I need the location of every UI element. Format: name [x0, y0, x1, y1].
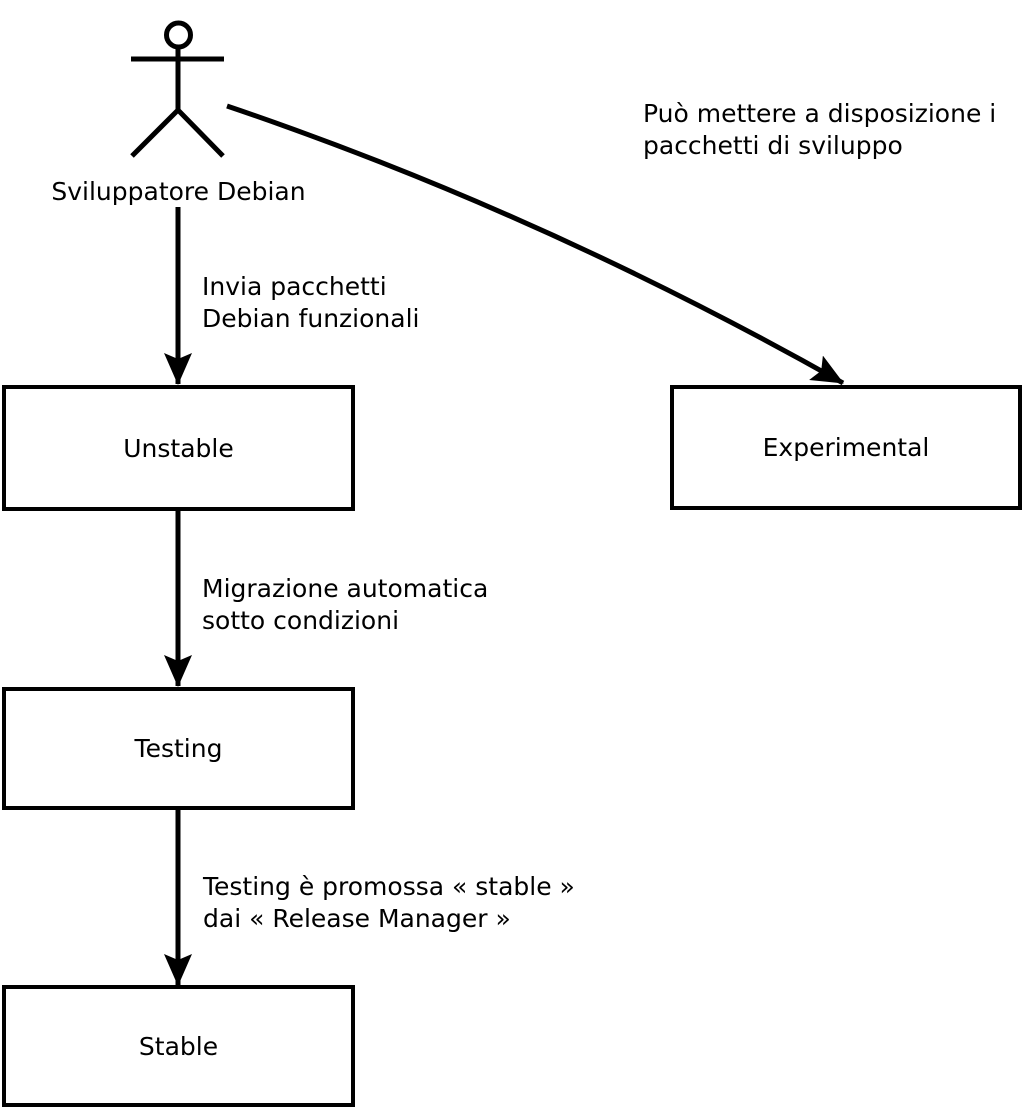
node-stable-label: Stable [138, 1031, 219, 1061]
node-testing: Testing [2, 687, 355, 810]
edge-label-puo-mettere: Può mettere a disposizione i pacchetti d… [643, 99, 997, 160]
actor-head [164, 20, 193, 50]
edge-label-testing-promossa: Testing è promossa « stable » dai « Rele… [203, 872, 575, 933]
node-stable: Stable [2, 985, 355, 1107]
arrow-actor-to-experimental [226, 103, 845, 386]
node-experimental-label: Experimental [762, 433, 930, 462]
node-unstable: Unstable [2, 385, 355, 511]
edge-label-invia-pacchetti: Invia pacchetti Debian funzionali [202, 272, 420, 333]
edge-label-migrazione-automatica: Migrazione automatica sotto condizioni [202, 574, 489, 635]
actor-legs [130, 106, 225, 158]
node-unstable-label: Unstable [123, 433, 234, 463]
actor-label: Sviluppatore Debian [51, 177, 306, 206]
node-testing-label: Testing [134, 734, 223, 763]
actor-figure-icon [130, 20, 225, 158]
node-experimental: Experimental [670, 385, 1022, 510]
